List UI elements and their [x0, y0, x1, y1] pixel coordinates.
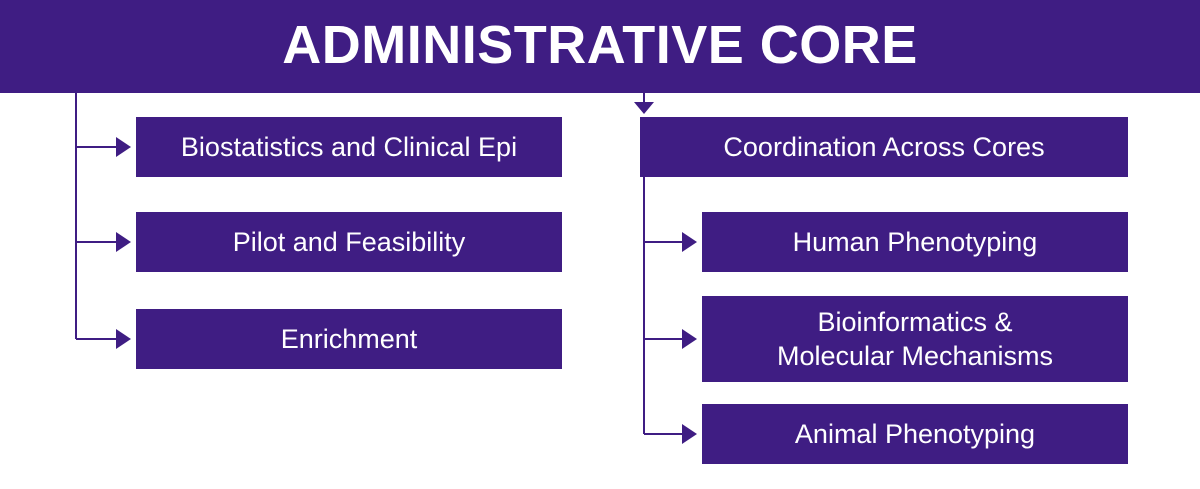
box-label: Biostatistics and Clinical Epi — [180, 132, 518, 162]
box-label-line-1: Bioinformatics & — [817, 307, 1013, 337]
arrow-head-down — [634, 102, 654, 114]
arrow-head-left-3 — [116, 329, 131, 349]
box-coordination: Coordination Across Cores — [640, 117, 1128, 177]
box-label: Coordination Across Cores — [723, 132, 1045, 162]
arrow-head-right-3 — [682, 424, 697, 444]
box-animal-phenotyping: Animal Phenotyping — [702, 404, 1128, 464]
arrow-head-right-2 — [682, 329, 697, 349]
header-banner: ADMINISTRATIVE CORE — [0, 0, 1200, 93]
arrow-head-left-2 — [116, 232, 131, 252]
box-bioinformatics: Bioinformatics & Molecular Mechanisms — [702, 296, 1128, 382]
box-label: Enrichment — [280, 324, 418, 354]
box-label: Animal Phenotyping — [794, 419, 1036, 449]
box-enrichment: Enrichment — [136, 309, 562, 369]
arrow-head-left-1 — [116, 137, 131, 157]
header-title: ADMINISTRATIVE CORE — [282, 14, 918, 75]
arrow-head-right-1 — [682, 232, 697, 252]
box-human-phenotyping: Human Phenotyping — [702, 212, 1128, 272]
box-label-line-2: Molecular Mechanisms — [776, 341, 1054, 371]
box-biostatistics: Biostatistics and Clinical Epi — [136, 117, 562, 177]
box-pilot-feasibility: Pilot and Feasibility — [136, 212, 562, 272]
box-label: Human Phenotyping — [792, 227, 1038, 257]
box-label: Pilot and Feasibility — [232, 227, 466, 257]
